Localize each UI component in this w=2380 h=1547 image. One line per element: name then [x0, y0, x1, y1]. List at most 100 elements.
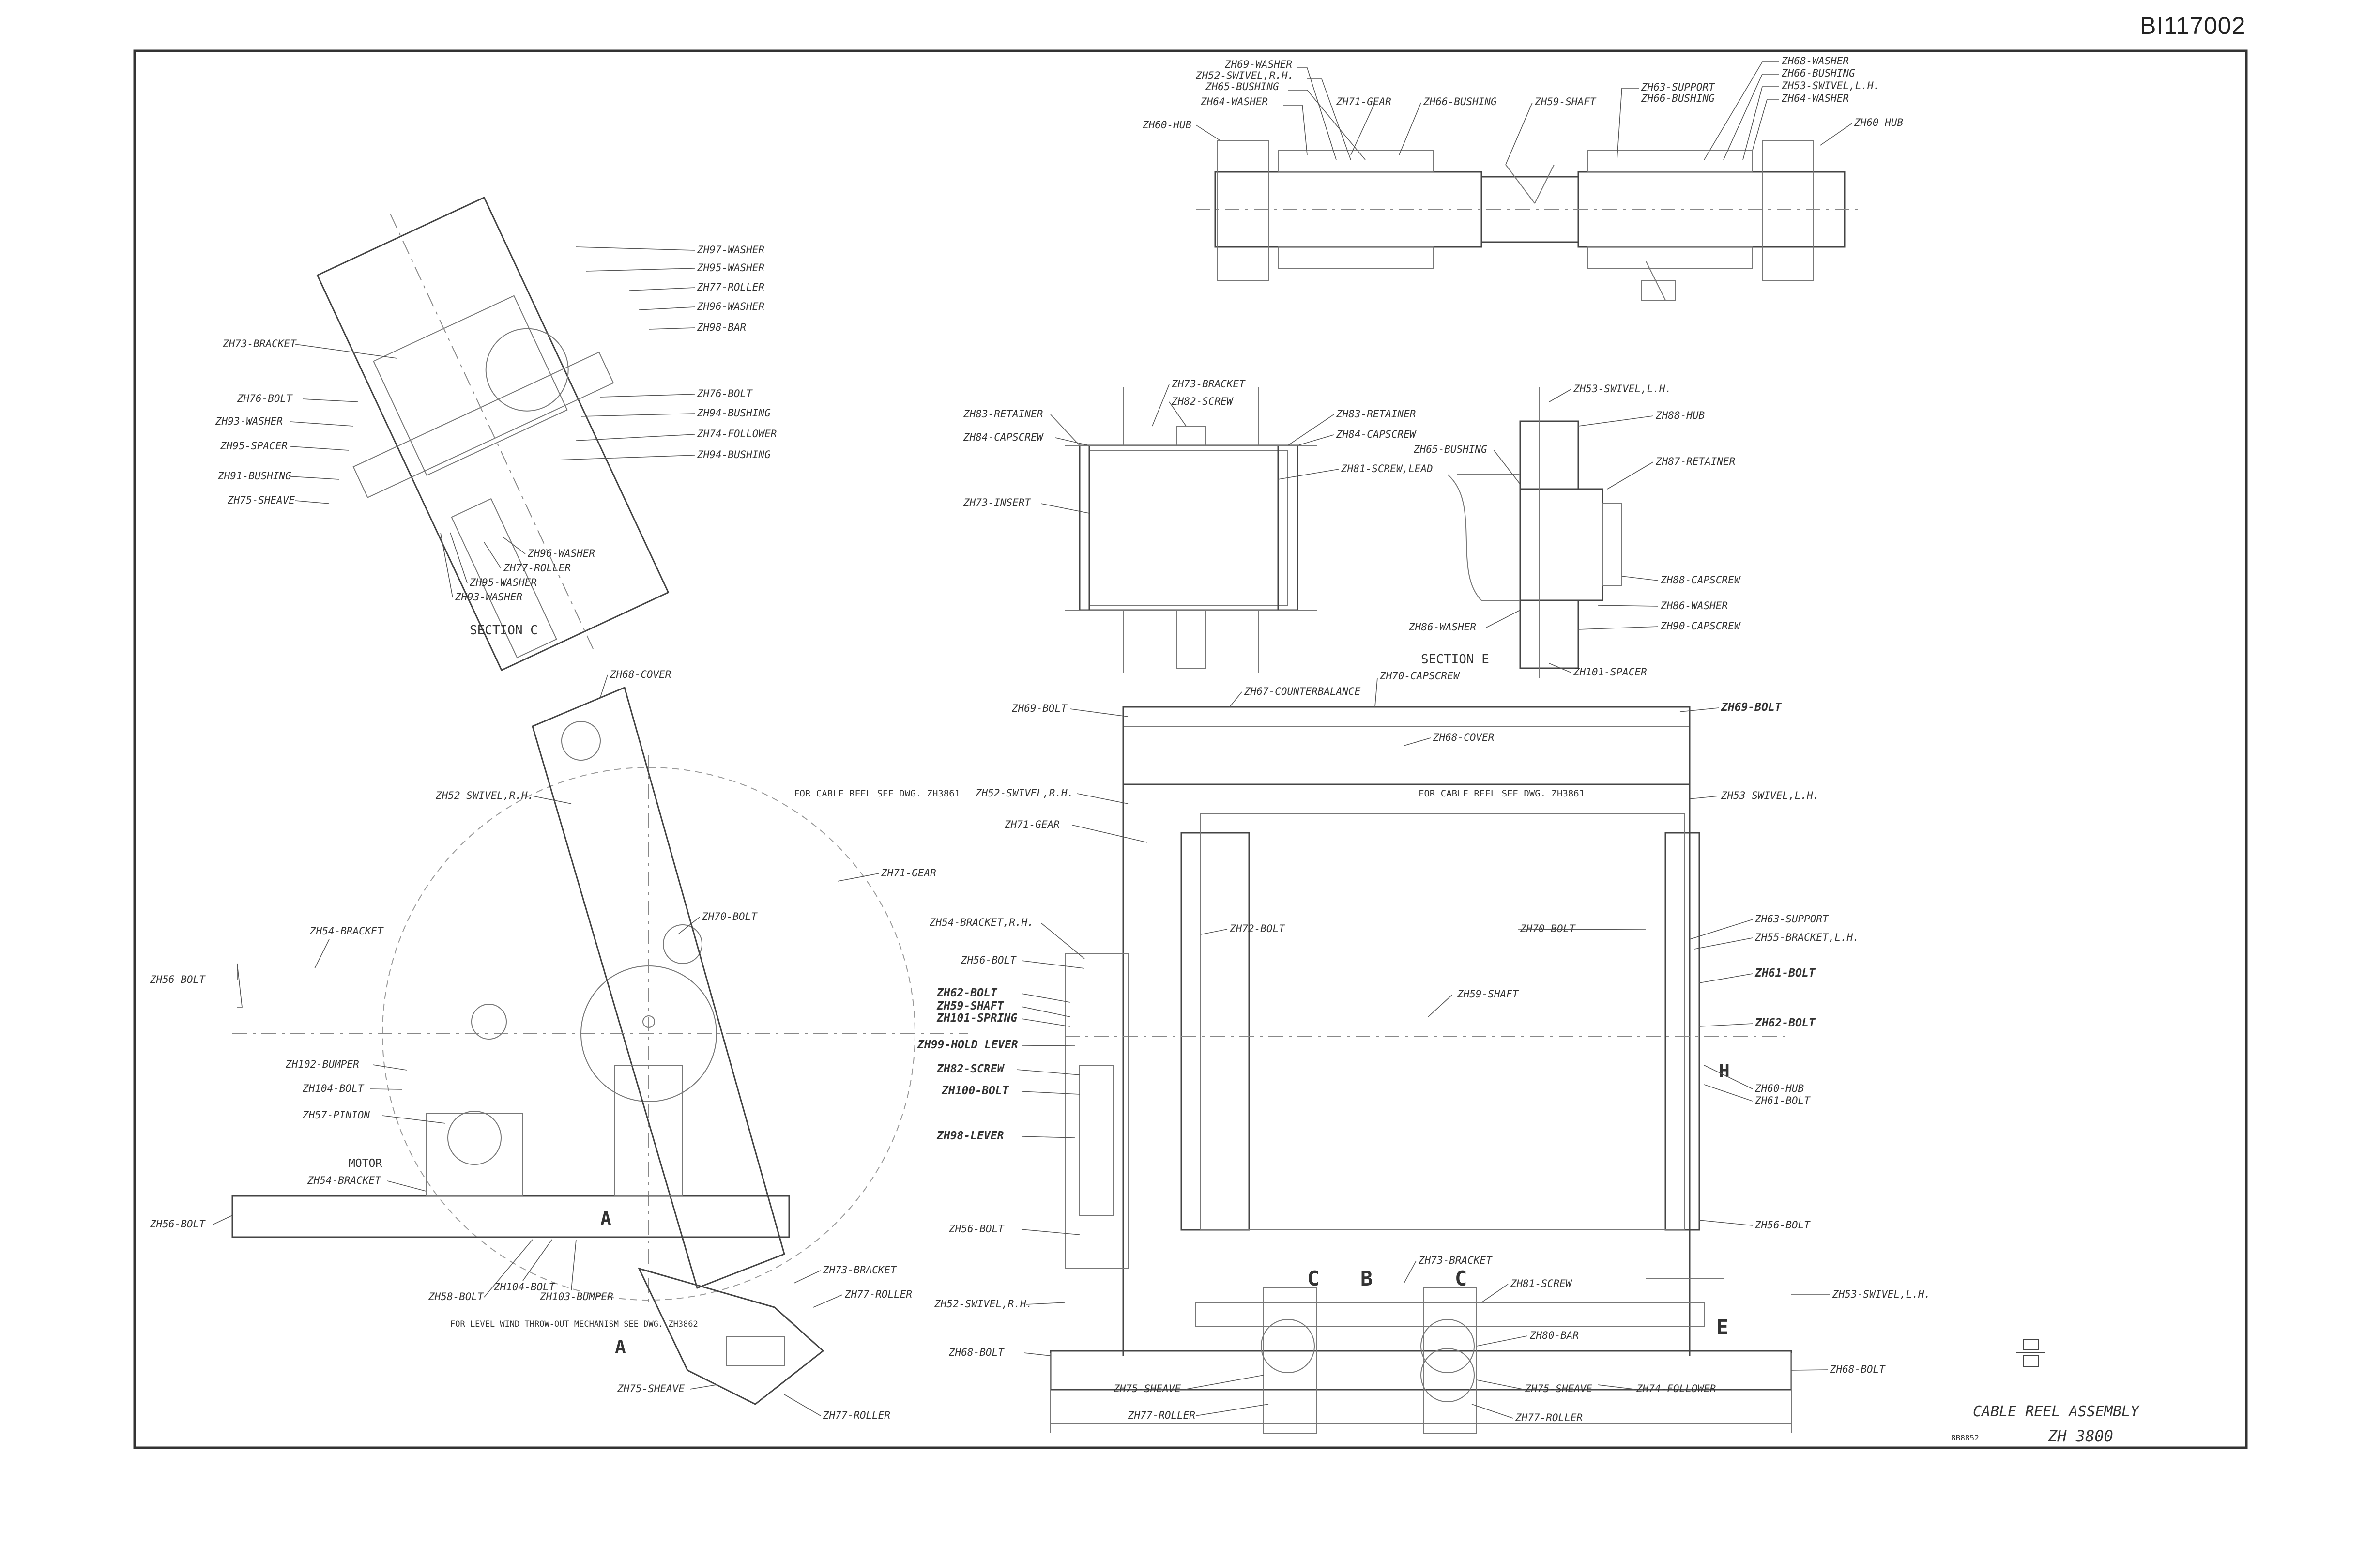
part-label: ZH59-SHAFT: [1457, 988, 1519, 1000]
note-level-wind: FOR LEVEL WIND THROW-OUT MECHANISM SEE D…: [450, 1319, 698, 1329]
note-cable-reel-right: FOR CABLE REEL SEE DWG. ZH3861: [1419, 788, 1585, 799]
part-label: ZH101-SPACER: [1573, 666, 1647, 678]
part-label: ZH56-BOLT: [150, 1218, 206, 1230]
part-label: ZH81-SCREW: [1510, 1278, 1573, 1289]
part-label: ZH97-WASHER: [697, 244, 764, 256]
part-label: ZH58-BOLT: [428, 1291, 484, 1302]
part-label: ZH69-BOLT: [1011, 703, 1068, 714]
top-view-labels: ZH69-WASHER ZH52-SWIVEL,R.H. ZH65-BUSHIN…: [1142, 55, 1903, 165]
section-markers: C B C E A A H: [600, 1060, 1730, 1358]
part-label: ZH65-BUSHING: [1413, 444, 1487, 455]
part-label: ZH73-INSERT: [963, 497, 1031, 508]
sheet-id: BI117002: [2140, 12, 2246, 39]
part-label: ZH76-BOLT: [237, 393, 293, 404]
part-label: ZH56-BOLT: [961, 954, 1017, 966]
part-label: ZH52-SWIVEL,R.H.: [934, 1298, 1032, 1310]
part-label: ZH54-BRACKET,R.H.: [929, 917, 1034, 928]
part-label: ZH70-BOLT: [702, 911, 758, 922]
part-label: ZH77-ROLLER: [1515, 1412, 1583, 1424]
part-label: ZH60-HUB: [1142, 119, 1191, 131]
part-label: ZH75-SHEAVE: [1113, 1383, 1181, 1394]
part-label: ZH88-HUB: [1655, 410, 1705, 421]
part-label: ZH53-SWIVEL,L.H.: [1832, 1288, 1930, 1300]
part-label: ZH68-COVER: [610, 669, 671, 680]
part-label: ZH61-BOLT: [1754, 967, 1816, 980]
part-label: ZH54-BRACKET: [307, 1175, 381, 1186]
part-label: ZH96-WASHER: [697, 301, 764, 312]
part-label: ZH68-BOLT: [1830, 1363, 1886, 1375]
section-marker-c2: C: [1455, 1267, 1467, 1290]
part-label: ZH69-WASHER: [1224, 59, 1292, 70]
drawing-number: ZH 3800: [2047, 1427, 2113, 1445]
part-label: ZH101-SPRING: [936, 1012, 1017, 1025]
section-marker-a2: A: [615, 1336, 626, 1358]
part-label: ZH53-SWIVEL,L.H.: [1573, 383, 1671, 395]
part-label: ZH53-SWIVEL,L.H.: [1721, 790, 1819, 801]
part-label: ZH80-BAR: [1529, 1330, 1579, 1341]
section-c-view: [316, 196, 670, 672]
section-b-labels: ZH73-BRACKET ZH82-SCREW ZH83-RETAINER ZH…: [963, 378, 1433, 514]
part-label: ZH98-LEVER: [936, 1130, 1004, 1142]
part-label: ZH62-BOLT: [936, 987, 998, 999]
drawing-title: CABLE REEL ASSEMBLY: [1973, 1403, 2140, 1420]
part-label: ZH77-ROLLER: [823, 1409, 890, 1421]
part-label: ZH63-SUPPORT: [1641, 81, 1715, 93]
part-label: ZH56-BOLT: [948, 1223, 1005, 1235]
part-label: ZH63-SUPPORT: [1754, 913, 1829, 925]
part-label: ZH103-BUMPER: [539, 1291, 613, 1302]
part-label: ZH66-BUSHING: [1423, 96, 1497, 107]
part-label: ZH74-FOLLOWER: [1636, 1383, 1716, 1394]
part-label: ZH104-BOLT: [302, 1083, 365, 1094]
section-b-view: [1065, 387, 1317, 673]
note-cable-reel-left: FOR CABLE REEL SEE DWG. ZH3861: [794, 788, 960, 799]
part-label: ZH70-CAPSCREW: [1379, 670, 1461, 682]
part-label: ZH88-CAPSCREW: [1660, 574, 1741, 586]
part-label: ZH71-GEAR: [881, 867, 936, 879]
part-label: ZH76-BOLT: [697, 388, 753, 399]
part-label: ZH75-SHEAVE: [617, 1383, 685, 1394]
part-label: ZH99-HOLD LEVER: [917, 1039, 1018, 1051]
part-label: ZH83-RETAINER: [1336, 408, 1416, 420]
part-label: ZH60-HUB: [1854, 117, 1903, 128]
part-label: ZH95-WASHER: [697, 262, 764, 274]
section-marker-e: E: [1716, 1315, 1728, 1339]
part-label: ZH75-SHEAVE: [1525, 1383, 1592, 1394]
part-label: ZH69-BOLT: [1721, 701, 1782, 714]
part-label: ZH94-BUSHING: [697, 449, 771, 460]
part-label: ZH84-CAPSCREW: [963, 431, 1044, 443]
part-label: ZH54-BRACKET: [309, 925, 384, 937]
part-label: ZH73-BRACKET: [1418, 1255, 1493, 1266]
section-marker-c1: C: [1307, 1267, 1319, 1290]
side-view-labels: ZH68-COVER ZH52-SWIVEL,R.H. ZH71-GEAR ZH…: [150, 669, 936, 1421]
front-view: [1050, 706, 1792, 1434]
part-label: ZH82-SCREW: [1171, 396, 1234, 407]
part-label: ZH87-RETAINER: [1655, 456, 1735, 467]
part-label: ZH73-BRACKET: [1171, 378, 1246, 390]
section-c-labels: ZH97-WASHER ZH95-WASHER ZH77-ROLLER ZH96…: [215, 244, 777, 603]
part-label: ZH57-PINION: [302, 1109, 370, 1121]
part-label: ZH96-WASHER: [527, 548, 595, 559]
part-label: ZH71-GEAR: [1004, 819, 1060, 830]
part-label: ZH53-SWIVEL,L.H.: [1781, 80, 1879, 92]
part-label: ZH84-CAPSCREW: [1336, 429, 1417, 440]
part-label: ZH86-WASHER: [1408, 621, 1476, 633]
section-e-view: [1447, 387, 1622, 678]
part-label: ZH67-COUNTERBALANCE: [1244, 686, 1361, 697]
part-label: ZH95-SPACER: [220, 440, 288, 452]
part-label: ZH66-BUSHING: [1781, 67, 1855, 79]
part-label: ZH70-BOLT: [1520, 923, 1576, 934]
part-label: ZH72-BOLT: [1229, 923, 1285, 934]
front-view-right-labels: ZH69-BOLT ZH53-SWIVEL,L.H. ZH63-SUPPORT …: [1404, 701, 1930, 1424]
part-label: ZH68-WASHER: [1781, 55, 1849, 67]
part-label: ZH77-ROLLER: [697, 281, 764, 293]
part-label: ZH100-BOLT: [941, 1085, 1009, 1097]
part-label: ZH71-GEAR: [1336, 96, 1391, 107]
part-label: ZH74-FOLLOWER: [697, 428, 777, 440]
section-marker-h: H: [1719, 1060, 1730, 1082]
part-label: ZH77-ROLLER: [844, 1288, 912, 1300]
part-label: ZH65-BUSHING: [1205, 81, 1279, 92]
sheet-border: [133, 49, 2248, 1449]
part-label: ZH59-SHAFT: [936, 1000, 1005, 1012]
part-label: ZH73-BRACKET: [823, 1264, 897, 1276]
